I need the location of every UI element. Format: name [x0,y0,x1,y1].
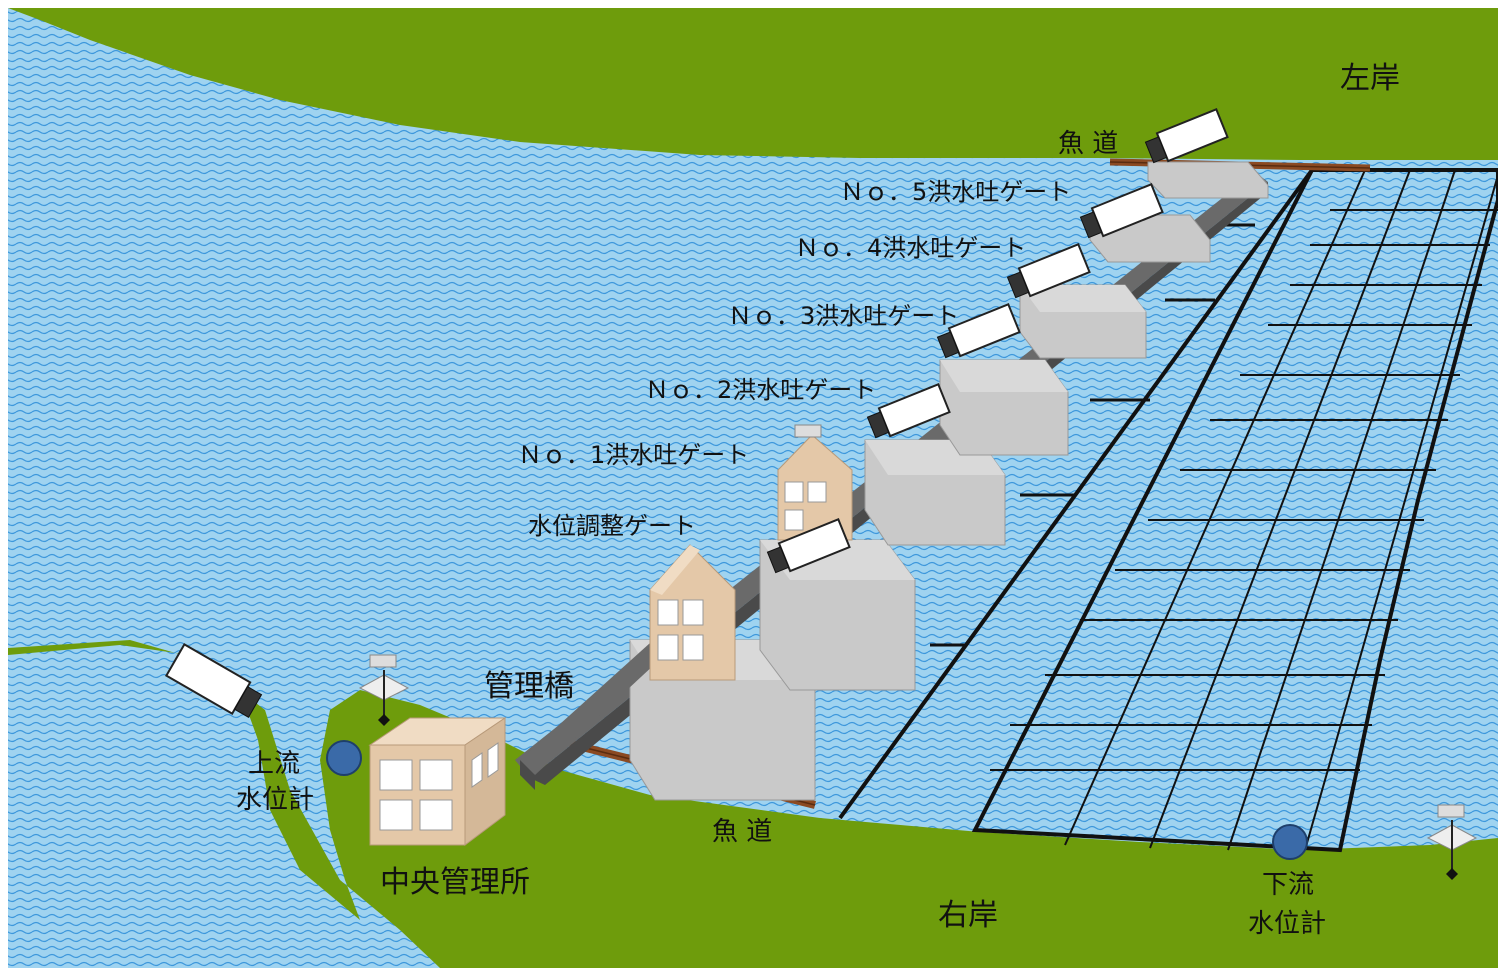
camera-icon [164,643,263,718]
antenna-icon [794,424,822,438]
camera-icon [866,382,951,439]
camera-icon [1144,107,1229,164]
bridge-label: 管理橋 [484,669,574,704]
right-bank-label: 右岸 [938,898,998,933]
camera-icon [936,302,1021,359]
camera-icon [1079,182,1164,239]
camera-icon [766,517,851,574]
pier-fishway [1147,161,1269,199]
pier-gate4 [1019,284,1147,359]
central-office-building [368,717,507,846]
apron-grid [838,168,1498,853]
antenna-icon [358,654,410,726]
camera-icon [1006,242,1091,299]
gate-house-gate1 [777,434,853,541]
downstream-water-level-gauge-icon [1272,824,1308,860]
pier-gate2 [864,439,1006,546]
fishway-top-label: 魚 道 [1058,129,1118,159]
downstream-gauge-label-2: 水位計 [1248,909,1326,939]
gate3-label: Ｎｏ．3洪水吐ゲート [728,302,959,330]
antenna-icon [1426,804,1478,880]
upstream-gauge-label-2: 水位計 [236,785,314,815]
central-office-label: 中央管理所 [380,865,530,900]
downstream-gauge-label-1: 下流 [1262,870,1314,900]
level-gate-label: 水位調整ゲート [528,512,696,540]
left-bank-label: 左岸 [1340,61,1400,96]
upstream-gauge-label-1: 上流 [248,749,300,779]
left-bank-land [8,8,1498,160]
fishway-bottom-label: 魚 道 [712,817,772,847]
gate4-label: Ｎｏ．4洪水吐ゲート [795,234,1026,262]
upstream-water-level-gauge-icon [326,740,362,776]
gate2-label: Ｎｏ．2洪水吐ゲート [645,376,876,404]
gate5-label: Ｎｏ．5洪水吐ゲート [840,178,1071,206]
gate1-label: Ｎｏ．1洪水吐ゲート [518,441,749,469]
pier-gate3 [939,359,1069,456]
gate-house-level [649,544,736,681]
